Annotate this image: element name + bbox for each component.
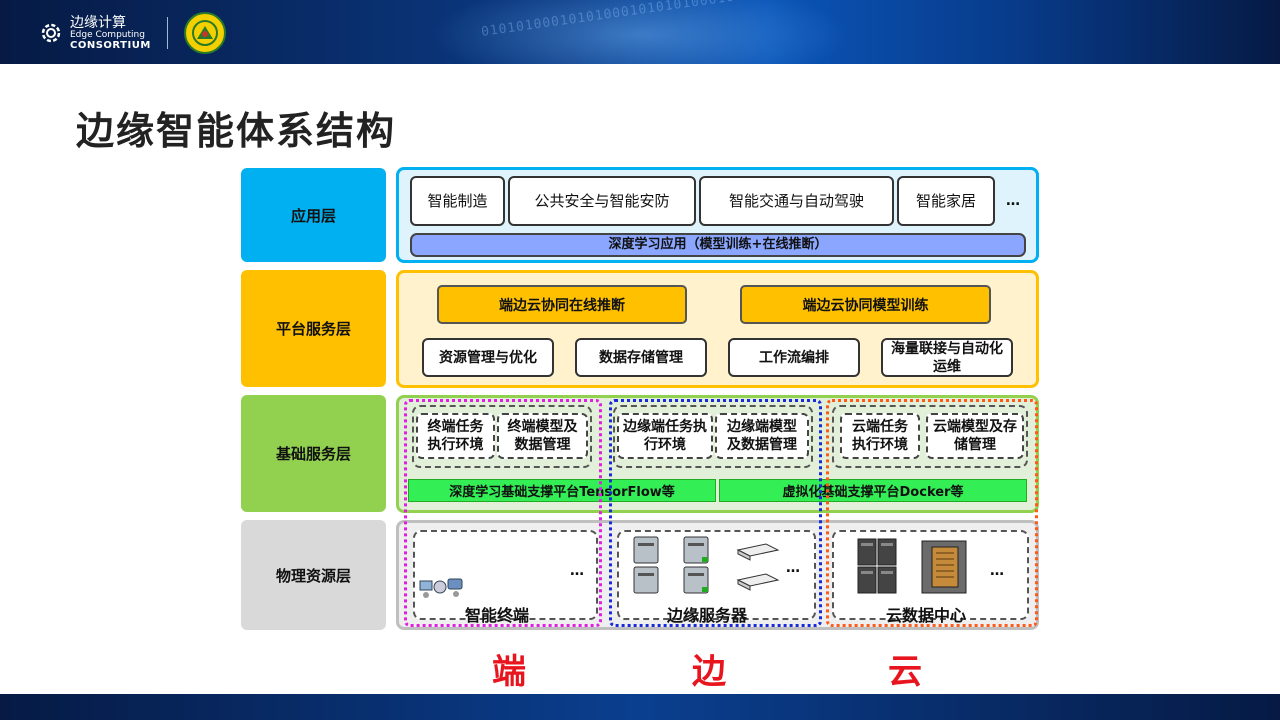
platform-online-inference: 端边云协同在线推断: [437, 285, 687, 324]
tier-edge-outline: [609, 399, 822, 627]
datacenter-icon: [857, 538, 967, 594]
footer-banner: [0, 694, 1280, 720]
devices-icon: [419, 578, 463, 598]
header-banner: 0101010001010100010101010001010 边缘计算 Edg…: [0, 0, 1280, 64]
app-item-security: 公共安全与智能安防: [508, 176, 696, 226]
tier-cloud-outline: [826, 399, 1038, 627]
platform-connectivity-ops: 海量联接与自动化运维: [881, 338, 1013, 377]
basic-end-model-data: 终端模型及数据管理: [497, 413, 588, 459]
basic-end-runtime: 终端任务执行环境: [416, 413, 495, 459]
physical-end-caption: 智能终端: [465, 606, 530, 625]
layer-label-platform: 平台服务层: [241, 270, 386, 387]
physical-edge-more: …: [786, 560, 800, 576]
network-device-icon: [736, 543, 780, 591]
layer-label-physical: 物理资源层: [241, 520, 386, 630]
layer-label-basic: 基础服务层: [241, 395, 386, 512]
basic-tensorflow-bar: 深度学习基础支撑平台TensorFlow等: [408, 479, 716, 502]
basic-end-group: [412, 405, 592, 468]
app-deep-learning-bar: 深度学习应用（模型训练+在线推断）: [410, 233, 1026, 257]
physical-edge-caption: 边缘服务器: [667, 606, 748, 625]
page-title: 边缘智能体系结构: [76, 109, 397, 153]
layer-label-app: 应用层: [241, 168, 386, 262]
physical-end-box: [413, 530, 598, 620]
physical-cloud-more: …: [990, 563, 1004, 579]
consortium-logo: 边缘计算 Edge Computing CONSORTIUM: [38, 12, 226, 54]
app-item-transport: 智能交通与自动驾驶: [699, 176, 894, 226]
basic-edge-group: [613, 405, 813, 468]
logo-cn-text: 边缘计算: [70, 14, 126, 31]
basic-cloud-runtime: 云端任务执行环境: [840, 413, 920, 459]
physical-cloud-caption: 云数据中心: [886, 606, 967, 625]
basic-cloud-model-storage: 云端模型及存储管理: [926, 413, 1024, 459]
platform-model-training: 端边云协同模型训练: [740, 285, 991, 324]
gear-icon: [41, 23, 61, 43]
basic-docker-bar: 虚拟化基础支撑平台Docker等: [719, 479, 1027, 502]
physical-end-more: …: [570, 563, 584, 579]
server-icon: [633, 536, 709, 594]
app-item-smart-home: 智能家居: [897, 176, 995, 226]
tier-label-cloud: 云: [888, 652, 922, 692]
logo-en-text-1: Edge Computing: [70, 29, 145, 40]
platform-data-storage: 数据存储管理: [575, 338, 707, 377]
university-emblem-icon: [183, 12, 226, 54]
basic-cloud-group: [832, 405, 1028, 468]
logo-en-text-2: CONSORTIUM: [70, 39, 151, 51]
tier-label-edge: 边: [692, 652, 726, 692]
app-item-manufacturing: 智能制造: [410, 176, 505, 226]
app-more-ellipsis: …: [1006, 193, 1020, 209]
logo-separator: [166, 17, 168, 49]
tier-end-outline: [404, 399, 602, 627]
platform-resource-mgmt: 资源管理与优化: [422, 338, 554, 377]
banner-glow: [430, 0, 850, 64]
basic-edge-model-data: 边缘端模型及数据管理: [715, 413, 809, 459]
tier-label-end: 端: [492, 652, 526, 692]
platform-workflow: 工作流编排: [728, 338, 860, 377]
basic-edge-runtime: 边缘端任务执行环境: [617, 413, 713, 459]
